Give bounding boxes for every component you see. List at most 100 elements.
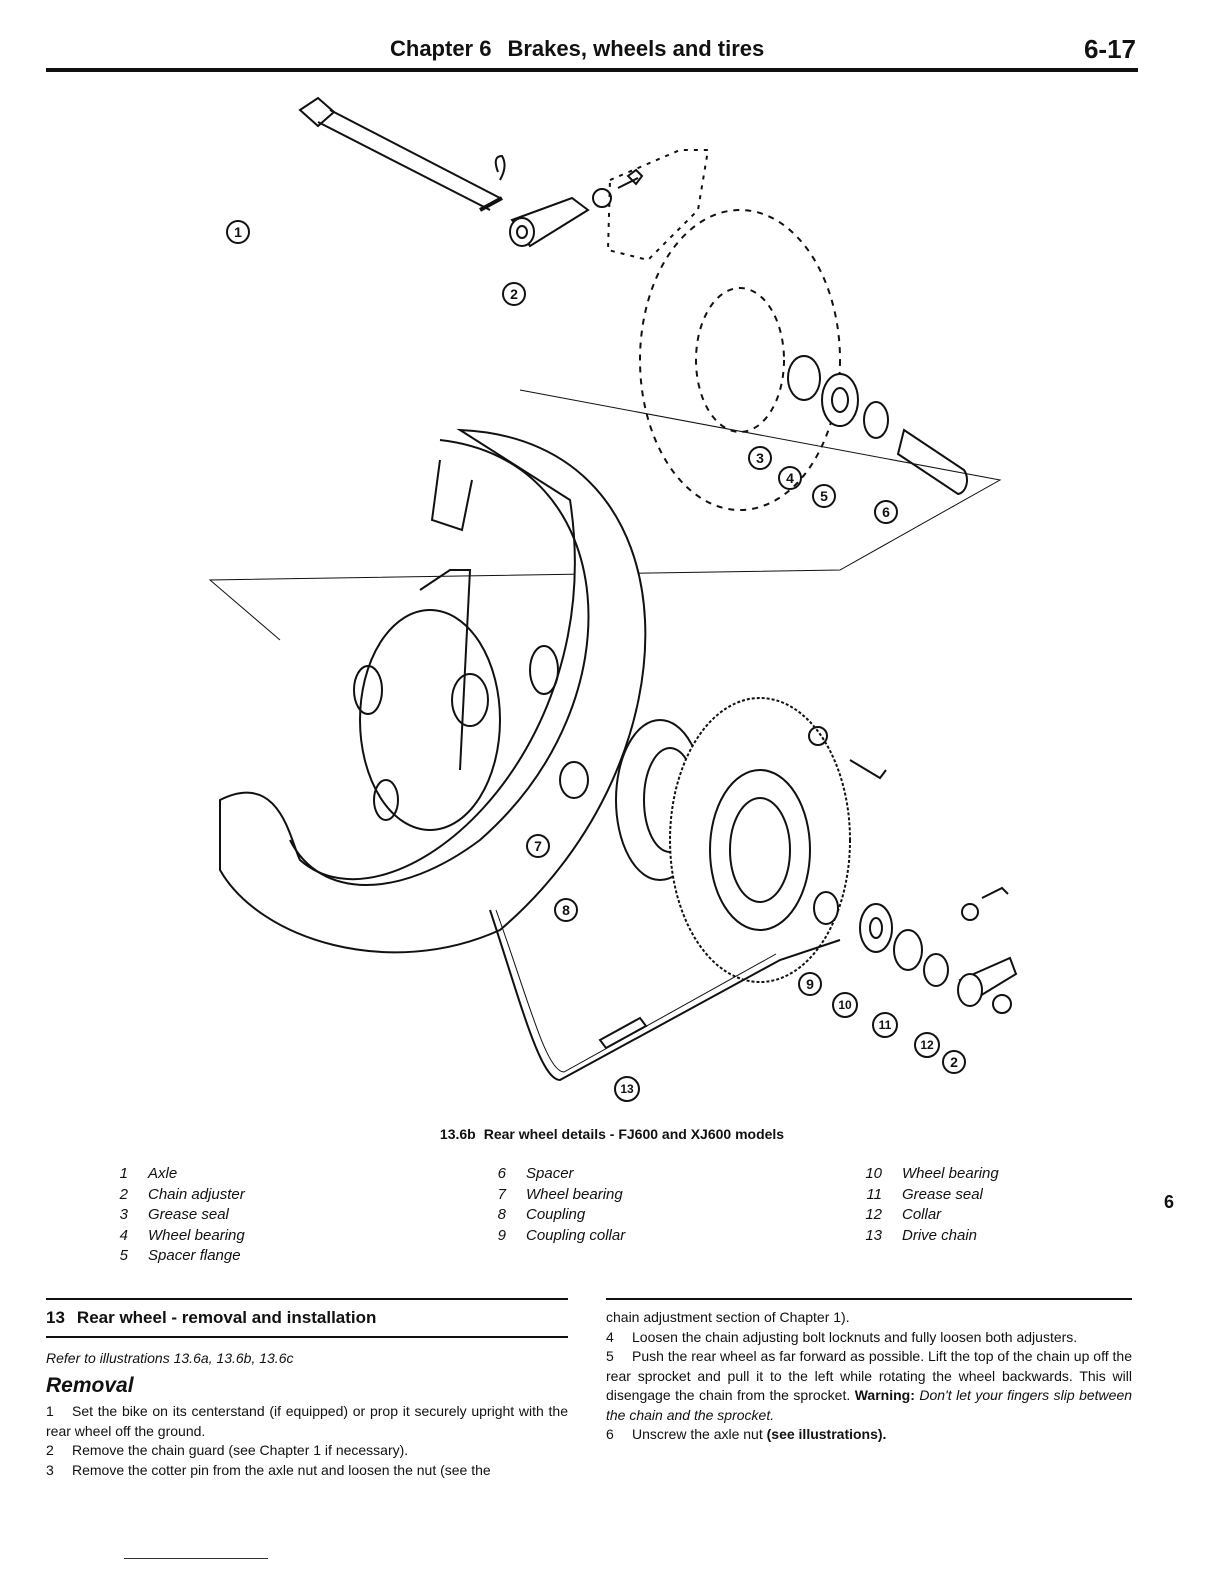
paragraph-text: Set the bike on its centerstand (if equi… [46,1403,568,1439]
legend-item: 9 Coupling collar [478,1226,626,1247]
text-column-right: chain adjustment section of Chapter 1). … [606,1298,1132,1445]
sprocket-nut [808,726,828,746]
callout-2: 2 [502,282,526,306]
legend-label: Grease seal [148,1206,229,1223]
paragraph-number: 1 [46,1403,54,1419]
illustration-reference: Refer to illustrations 13.6a, 13.6b, 13.… [46,1350,294,1366]
legend-item: 1 Axle [100,1164,245,1185]
legend-item: 3 Grease seal [100,1205,245,1226]
section-rule [46,1298,568,1300]
header-title: Chapter 6 Brakes, wheels and tires [390,36,764,62]
legend-number: 13 [865,1226,882,1244]
legend-label: Drive chain [902,1226,978,1244]
legend-number: 3 [119,1206,128,1223]
paragraph-text: Push the rear wheel as far forward as po… [606,1348,1132,1403]
paragraph-number: 3 [46,1461,54,1478]
chapter-label: Chapter 6 [390,36,492,61]
legend-number: 9 [497,1226,506,1244]
paragraph-number: 6 [606,1426,614,1442]
chain-adjuster-left [509,196,590,248]
rear-wheel [219,428,647,954]
figure-caption: 13.6b Rear wheel details - FJ600 and XJ60… [0,1126,1224,1142]
legend-number: 6 [497,1165,506,1182]
paragraph-text: Remove the cotter pin from the axle nut … [72,1461,491,1478]
brake-disc [639,209,841,511]
legend-label: Spacer [526,1165,574,1182]
chapter-side-tab: 6 [1163,1192,1174,1212]
paragraph-continuation: chain adjustment section of Chapter 1). [606,1309,850,1325]
callout-6: 6 [874,500,898,524]
legend-item: 7 Wheel bearing [478,1185,625,1206]
drive-chain [489,909,841,1082]
exploded-wheel-diagram: 1 2 3 4 5 6 7 8 9 10 11 12 13 2 [140,80,1060,1110]
callout-1: 1 [226,220,250,244]
top-bearing-set [787,355,969,496]
guide-lines [208,389,1002,641]
cotter-pin [494,154,506,181]
chapter-title: Brakes, wheels and tires [507,36,765,61]
axle-part [298,96,503,212]
page-number: 6-17 [1083,34,1136,64]
callout-11: 11 [872,1012,898,1038]
legend-label: Coupling [526,1206,586,1223]
paragraph-number: 4 [606,1328,614,1345]
legend-label: Chain adjuster [148,1185,245,1203]
legend-item: 6 Spacer [478,1164,625,1185]
caption-text: Rear wheel details - FJ600 and XJ600 mod… [483,1126,785,1142]
callout-5: 5 [812,484,836,508]
section-title: Rear wheel - removal and installation [76,1308,377,1327]
legend-number: 4 [119,1226,128,1244]
legend-label: Coupling collar [526,1226,626,1244]
legend-label: Axle [148,1165,178,1182]
adjuster-bolt [617,168,644,189]
callout-13: 13 [614,1076,640,1102]
brake-bracket [606,149,710,262]
legend-number: 8 [497,1206,506,1223]
legend-item: 8 Coupling [478,1205,625,1226]
paragraph-text: Unscrew the axle nut [632,1426,763,1442]
footer-line [124,1558,268,1559]
section-rule [606,1298,1132,1300]
legend-number: 1 [119,1165,128,1182]
legend-column-2: 6 Spacer 7 Wheel bearing 8 Coupling 9 Coupli… [478,1164,626,1247]
paragraph: 6 Unscrew the axle nut (see illustrations… [606,1425,1132,1445]
legend-label: Spacer flange [148,1247,241,1264]
subheading-removal: Removal [46,1374,134,1397]
chain-link [598,1016,648,1050]
paragraph: 3 Remove the cotter pin from the axle nut… [46,1461,568,1481]
paragraph-text: Remove the chain guard (see Chapter 1 if… [72,1442,409,1458]
bottom-bearing-set [813,886,1018,1014]
legend-number: 2 [119,1185,128,1203]
legend-item: 13 Drive chain [854,1226,999,1247]
callout-7: 7 [526,834,550,858]
rear-sprocket [669,697,851,983]
legend-label: Wheel bearing [526,1185,623,1203]
paragraph-text: Loosen the chain adjusting bolt locknuts… [632,1328,1078,1345]
illustration-ref: (see illustrations). [766,1426,887,1442]
legend-item: 2 Chain adjuster [100,1185,245,1206]
callout-9: 9 [798,972,822,996]
legend-label: Wheel bearing [902,1165,999,1182]
callout-2b: 2 [942,1050,966,1074]
legend-label: Collar [902,1206,942,1223]
callout-3: 3 [748,446,772,470]
caption-number: 13.6b [439,1126,476,1142]
adjuster-nut [592,188,612,208]
callout-12: 12 [914,1032,940,1058]
legend-number: 11 [866,1185,882,1203]
callout-10: 10 [832,992,858,1018]
legend-number: 7 [497,1185,506,1203]
callout-4: 4 [778,466,802,490]
legend-number: 10 [865,1165,882,1182]
paragraph-number: 5 [606,1348,614,1364]
warning-text: Don't let your fingers slip between the … [606,1387,1133,1423]
